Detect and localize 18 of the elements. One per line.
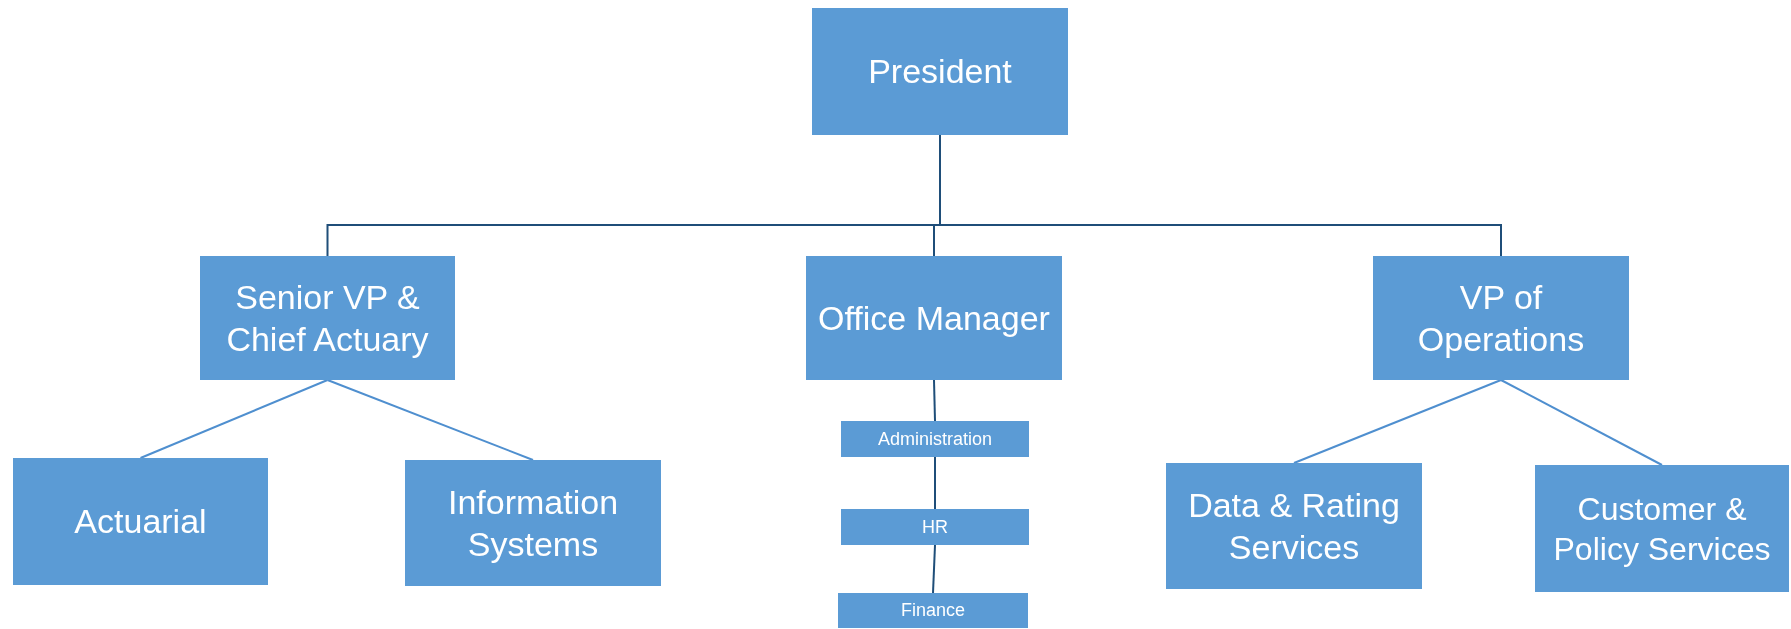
org-box: President	[812, 8, 1068, 135]
connector-line	[933, 379, 936, 422]
org-box: Finance	[838, 593, 1028, 628]
org-box: Office Manager	[806, 256, 1062, 380]
org-box: Information Systems	[405, 460, 661, 586]
connector-line	[934, 456, 936, 510]
org-box: Customer & Policy Services	[1535, 465, 1789, 592]
connector-line	[139, 379, 329, 459]
connector-line	[932, 544, 936, 594]
org-box: VP of Operations	[1373, 256, 1629, 380]
connector-line	[1500, 379, 1663, 466]
org-box: Administration	[841, 421, 1029, 457]
org-box: Data & Rating Services	[1166, 463, 1422, 589]
connector-line	[326, 379, 534, 461]
connector-line	[1293, 379, 1502, 464]
org-box: Senior VP & Chief Actuary	[200, 256, 455, 380]
org-box: HR	[841, 509, 1029, 545]
org-box: Actuarial	[13, 458, 268, 585]
